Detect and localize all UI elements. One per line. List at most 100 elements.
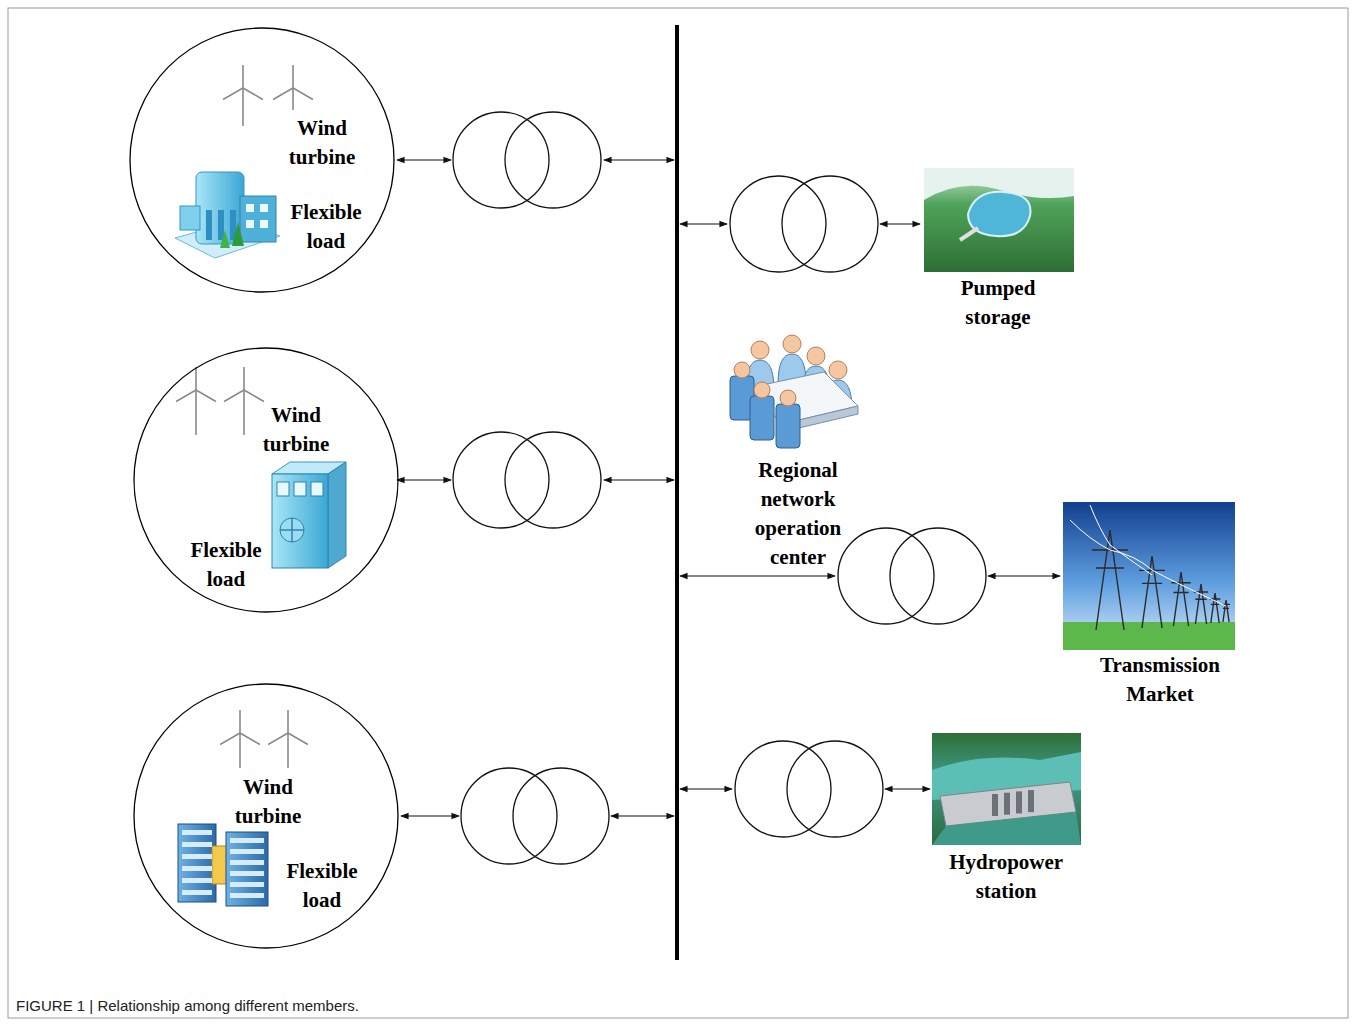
transformer-coil	[838, 528, 934, 624]
station-name: Pumped storage	[961, 274, 1036, 332]
cabinet-window	[294, 482, 306, 496]
server-slot	[182, 890, 212, 895]
pumped-storage-picture	[924, 168, 1074, 272]
transformer-coil	[453, 112, 549, 208]
operation-center-icon	[730, 335, 858, 448]
chair	[776, 404, 800, 448]
turbine-blade	[243, 367, 245, 390]
power-flow-arrow	[885, 788, 930, 789]
turbine-tower	[292, 88, 294, 110]
server-slot	[230, 860, 264, 865]
server-slot	[182, 878, 212, 883]
building-window	[260, 204, 268, 212]
member-circle: Wind turbineFlexible load	[133, 347, 399, 613]
power-flow-arrow	[604, 479, 674, 480]
turbine-blade	[243, 88, 263, 100]
person-head	[807, 347, 825, 365]
member-label: Hydropower station	[949, 848, 1063, 906]
power-flow-arrow	[680, 223, 727, 224]
server-slot	[182, 866, 212, 871]
transformer-coil	[513, 768, 609, 864]
turbine-blade	[288, 733, 308, 745]
turbine-blade	[287, 710, 289, 733]
turbine-blade	[244, 390, 264, 402]
turbine-blade	[195, 367, 197, 390]
chair	[750, 396, 774, 440]
server-rack	[178, 824, 216, 902]
member-label: Transmission Market	[1100, 651, 1220, 709]
person-head	[754, 382, 770, 398]
station-name: Regional network operation center	[755, 456, 841, 572]
transformer-coil	[782, 176, 878, 272]
cabinet-side	[328, 462, 346, 568]
dam-gate	[1028, 790, 1034, 812]
transformer-coil	[505, 112, 601, 208]
tree	[220, 230, 230, 248]
member-text: Flexible load	[290, 198, 361, 256]
transformer-coil	[735, 741, 831, 837]
turbine-blade	[224, 390, 244, 402]
wind-turbine-icon	[268, 710, 308, 768]
turbine-blade	[239, 710, 241, 733]
hydropower-picture	[932, 733, 1081, 845]
turbine-blade	[196, 390, 216, 402]
turbine-tower	[195, 390, 197, 435]
power-flow-arrow	[604, 159, 674, 160]
server-rack	[226, 832, 268, 906]
building-wing	[240, 196, 276, 242]
turbine-blade	[176, 390, 196, 402]
building-window	[246, 204, 254, 212]
person-head	[780, 390, 796, 406]
circle-outline	[129, 27, 397, 295]
cabinet-icon	[272, 462, 346, 568]
server-slot	[230, 838, 264, 843]
server-slot	[230, 849, 264, 854]
station-name: Hydropower station	[949, 848, 1063, 906]
pylon	[1171, 572, 1190, 626]
member-text: Wind turbine	[289, 114, 356, 172]
pylon	[1194, 584, 1208, 624]
person-head	[829, 361, 847, 379]
member-label: Regional network operation center	[755, 456, 841, 572]
member-circle: Wind turbineFlexible load	[129, 27, 395, 293]
server-icon	[178, 824, 268, 906]
pylon	[1139, 556, 1165, 628]
valley	[932, 733, 1081, 845]
figure-caption: FIGURE 1 | Relationship among different …	[16, 997, 359, 1014]
person-head	[734, 362, 750, 378]
member-text: Wind turbine	[235, 773, 302, 831]
tree	[232, 222, 244, 246]
cabinet-window	[277, 482, 289, 496]
person-head	[783, 335, 801, 353]
power-flow-arrow	[611, 815, 674, 816]
server-slot	[230, 882, 264, 887]
transformer-coil	[787, 741, 883, 837]
member-text: Wind turbine	[263, 401, 330, 459]
wind-turbine-icon	[223, 65, 263, 126]
building-window	[206, 210, 212, 240]
cabinet-fan	[280, 518, 304, 542]
turbine-blade	[240, 733, 260, 745]
turbine-tower	[287, 733, 289, 768]
figure-frame	[8, 8, 1348, 1018]
bus-bar	[675, 25, 679, 960]
server-slot	[182, 830, 212, 835]
wind-turbine-icon	[224, 367, 264, 435]
cabinet-front	[272, 474, 328, 568]
power-flow-arrow	[988, 575, 1060, 576]
pylon	[1222, 600, 1230, 622]
power-line	[1090, 505, 1152, 575]
member-text: Flexible load	[286, 857, 357, 915]
dam	[960, 228, 978, 240]
wind-turbine-icon	[220, 710, 260, 768]
transformer-coil	[453, 432, 549, 528]
turbine-tower	[242, 88, 244, 126]
circle-outline	[133, 347, 401, 615]
power-flow-arrow	[397, 479, 451, 480]
pylon	[1210, 593, 1221, 623]
office-building-icon	[175, 172, 280, 258]
member-label: Pumped storage	[961, 274, 1036, 332]
member-circle-outline	[134, 348, 398, 612]
wind-turbine-icon	[176, 367, 216, 435]
